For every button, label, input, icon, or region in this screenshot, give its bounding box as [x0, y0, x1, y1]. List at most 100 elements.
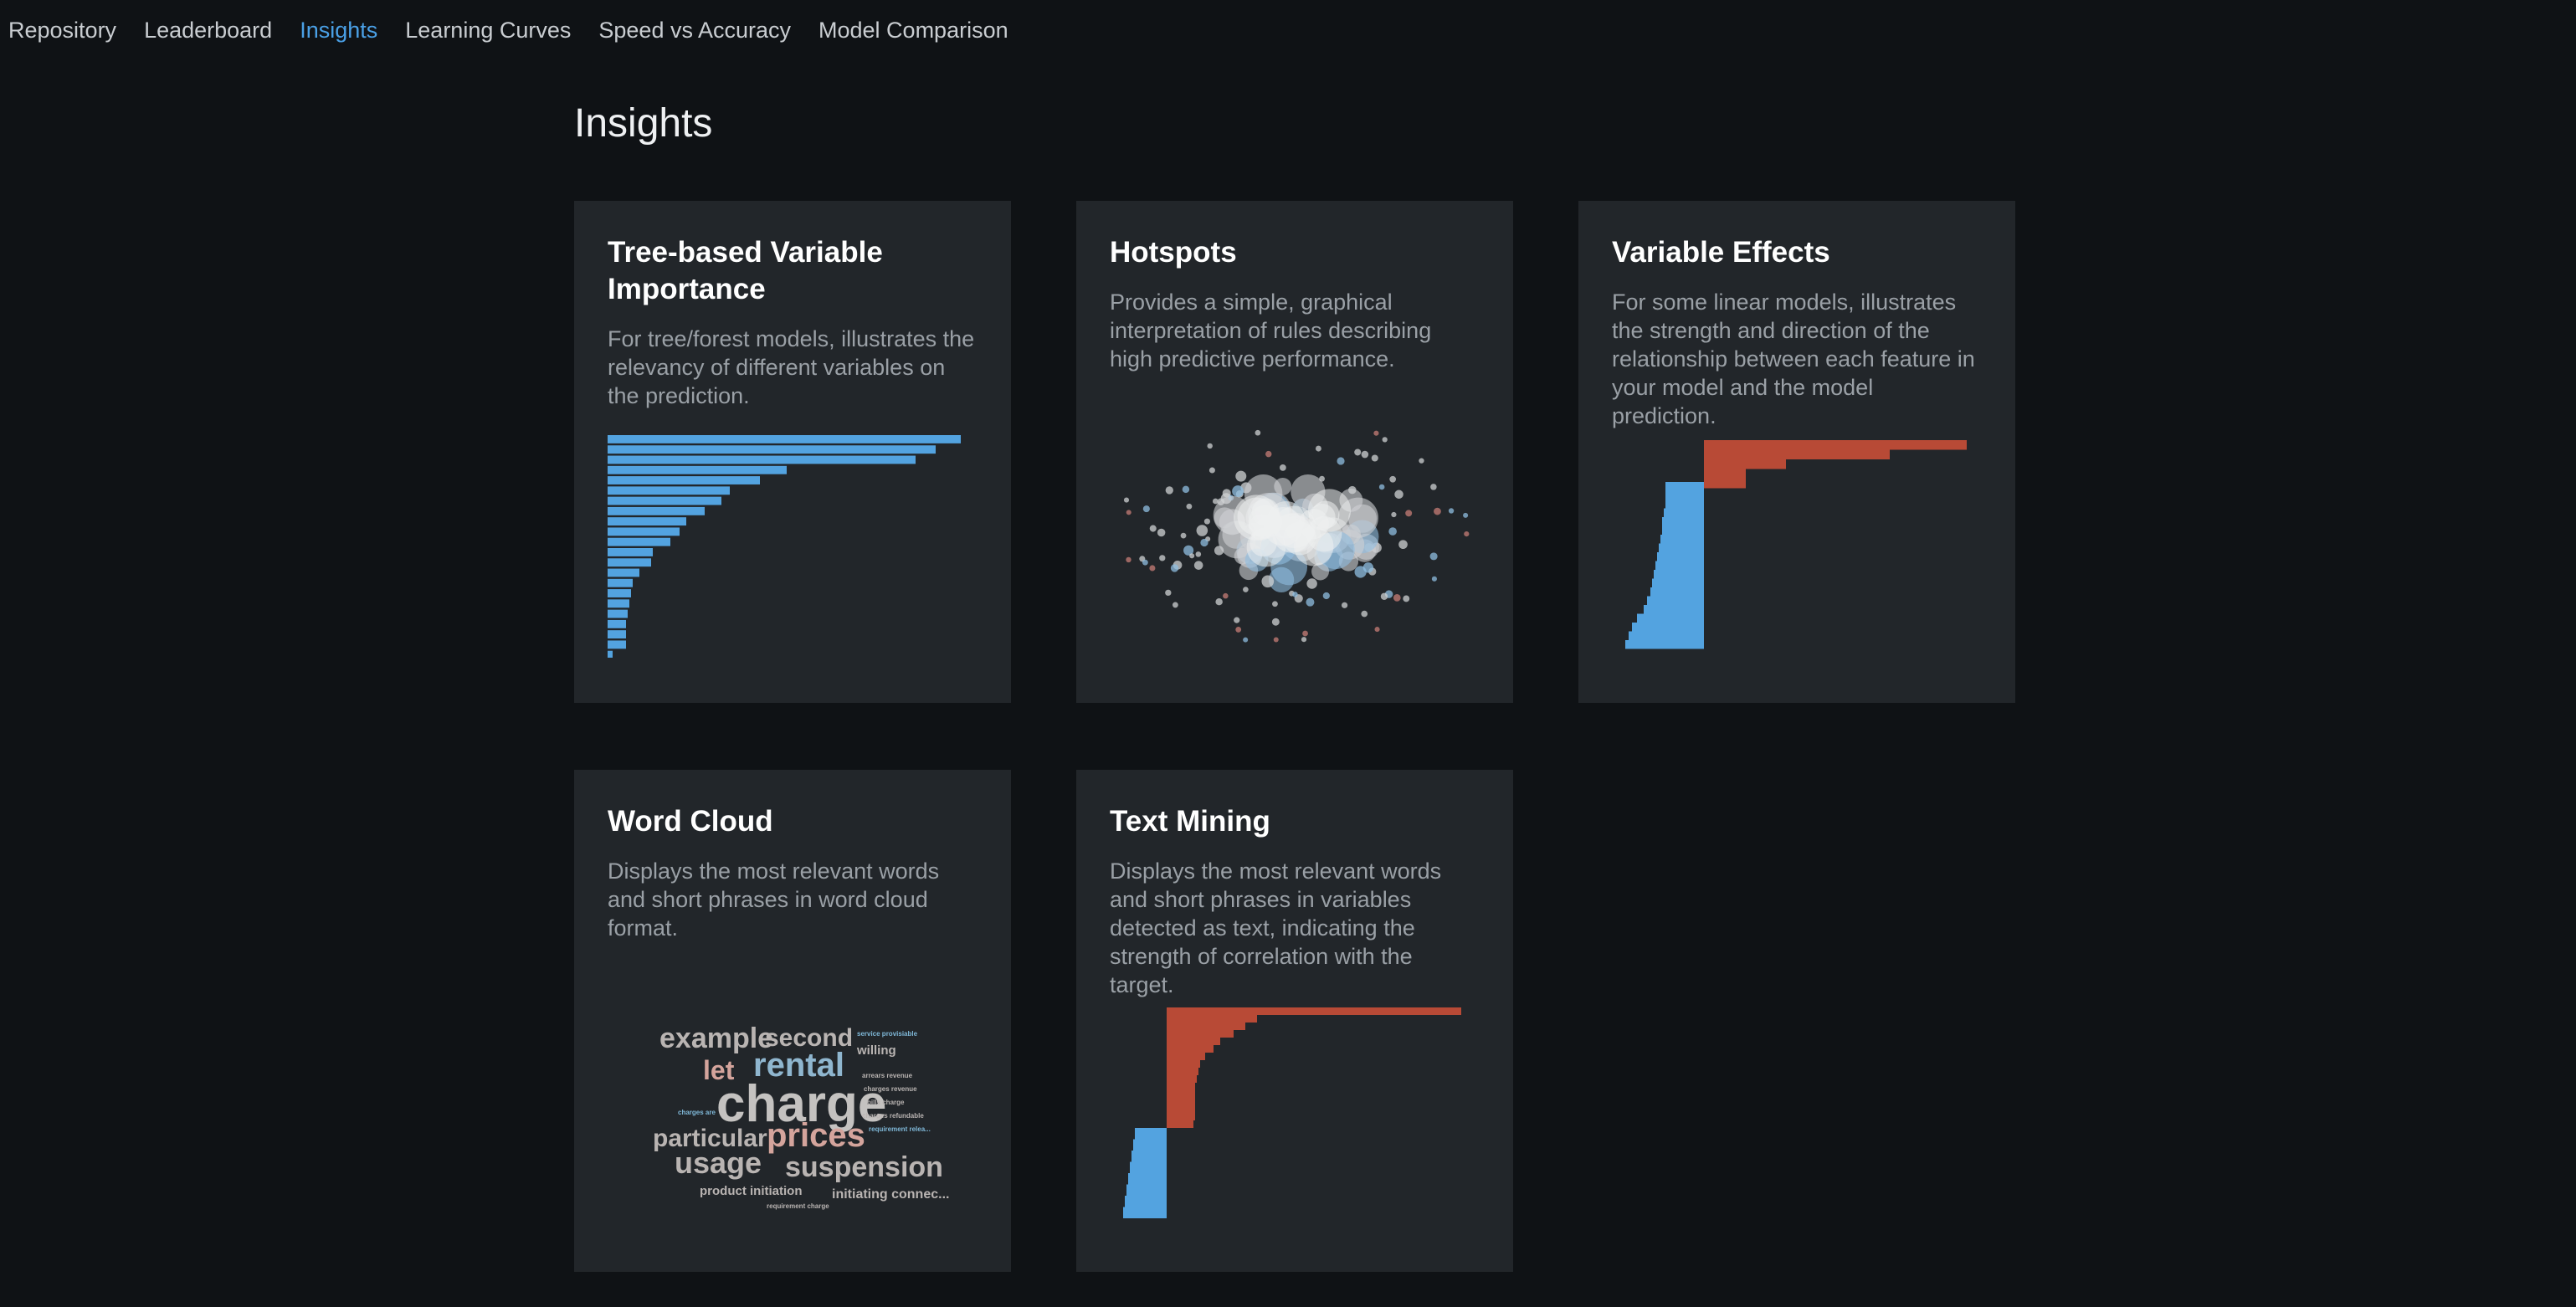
negative-effect-bar — [1650, 587, 1704, 597]
importance-bar — [608, 496, 721, 505]
positive-term-bar — [1167, 1090, 1195, 1098]
word: particular — [653, 1125, 767, 1152]
hotspot-bubble — [1126, 556, 1131, 563]
nav-speed-vs-accuracy[interactable]: Speed vs Accuracy — [598, 17, 792, 43]
positive-effect-bar — [1704, 449, 1890, 459]
hotspot-bubble — [1448, 508, 1455, 514]
hotspot-bubble — [1165, 486, 1173, 495]
hotspot-bubble — [1294, 526, 1334, 566]
negative-effect-bar — [1644, 605, 1704, 614]
nav-insights[interactable]: Insights — [300, 17, 378, 43]
hotspot-bubble — [1434, 507, 1441, 515]
card-hotspots[interactable]: Hotspots Provides a simple, graphical in… — [1076, 201, 1513, 703]
nav-model-comparison[interactable]: Model Comparison — [818, 17, 1008, 43]
hotspot-bubble — [1261, 575, 1275, 588]
positive-term-bar — [1167, 1105, 1195, 1113]
hotspot-bubble — [1189, 553, 1195, 559]
hotspot-bubble — [1306, 597, 1315, 607]
variable-importance-thumbnail — [608, 435, 961, 658]
nav-learning-curves[interactable]: Learning Curves — [405, 17, 572, 43]
hotspot-bubble — [1265, 450, 1272, 458]
positive-term-bar — [1167, 1038, 1220, 1045]
hotspot-bubble — [1170, 564, 1179, 572]
hotspot-bubble — [1195, 551, 1202, 557]
negative-effect-bar — [1629, 631, 1704, 640]
hotspot-bubble — [1149, 565, 1156, 571]
card-text-mining[interactable]: Text Mining Displays the most relevant w… — [1076, 770, 1513, 1272]
importance-bar — [608, 445, 936, 454]
hotspot-bubble — [1222, 489, 1231, 498]
hotspot-bubble — [1302, 630, 1308, 637]
hotspot-bubble — [1142, 559, 1148, 566]
hotspot-bubble — [1235, 627, 1242, 633]
negative-term-bar — [1128, 1173, 1167, 1185]
positive-effect-bar — [1704, 440, 1967, 450]
hotspot-bubble — [1464, 531, 1470, 537]
hotspot-bubble — [1279, 464, 1286, 471]
positive-term-bar — [1167, 1068, 1198, 1075]
hotspot-bubble — [1362, 562, 1374, 573]
hotspot-bubble — [1371, 454, 1378, 462]
hotspot-bubble — [1429, 552, 1438, 561]
word: product initiation — [700, 1184, 802, 1198]
top-nav: Repository Leaderboard Insights Learning… — [0, 0, 1036, 60]
importance-bar — [608, 506, 705, 515]
negative-term-bar — [1123, 1207, 1167, 1218]
importance-bar — [608, 589, 631, 597]
importance-bar — [608, 517, 686, 526]
hotspot-bubble — [1196, 525, 1208, 536]
hotspot-bubble — [1234, 617, 1240, 623]
hotspot-bubble — [1149, 525, 1157, 532]
card-variable-effects[interactable]: Variable Effects For some linear models,… — [1578, 201, 2015, 703]
hotspot-bubble — [1374, 627, 1380, 633]
positive-term-bar — [1167, 1083, 1195, 1090]
card-tree-variable-importance[interactable]: Tree-based Variable Importance For tree/… — [574, 201, 1011, 703]
word: rental — [753, 1047, 844, 1084]
word: requirement charge — [767, 1202, 829, 1210]
word: charges are — [678, 1109, 716, 1116]
card-title: Word Cloud — [608, 805, 773, 838]
hotspot-bubble — [1380, 592, 1388, 600]
importance-bar — [608, 578, 633, 587]
hotspot-bubble — [1378, 484, 1385, 490]
card-description: Provides a simple, graphical interpretat… — [1110, 290, 1432, 372]
hotspot-bubble — [1235, 470, 1247, 482]
hotspot-bubble — [1212, 498, 1219, 505]
hotspot-bubble — [1315, 445, 1321, 452]
hotspot-bubble — [1215, 597, 1223, 606]
word: prices — [767, 1117, 865, 1154]
negative-effect-bar — [1660, 535, 1704, 544]
word: second — [765, 1024, 853, 1052]
hotspot-bubble — [1391, 511, 1397, 518]
hotspot-bubble — [1182, 485, 1190, 494]
negative-effect-bar — [1665, 482, 1704, 491]
word: bills charge — [867, 1099, 905, 1106]
word: charges revenue — [864, 1085, 917, 1093]
card-word-cloud[interactable]: Word Cloud Displays the most relevant wo… — [574, 770, 1011, 1272]
card-title: Tree-based Variable Importance — [608, 236, 883, 305]
negative-terms — [1123, 1128, 1167, 1218]
positive-term-bar — [1167, 1120, 1193, 1128]
word-cloud-thumbnail: example second service provisiable willi… — [653, 1023, 949, 1210]
hotspot-bubble — [1272, 601, 1278, 607]
negative-effect-bar — [1652, 578, 1704, 587]
hotspot-bubble — [1373, 430, 1379, 436]
negative-effect-bar — [1662, 525, 1704, 535]
importance-bar — [608, 455, 916, 464]
hotspot-bubble — [1243, 637, 1249, 643]
nav-repository[interactable]: Repository — [8, 17, 117, 43]
hotspot-bubble — [1389, 475, 1397, 483]
positive-term-bar — [1167, 1007, 1461, 1015]
hotspot-bubble — [1311, 562, 1330, 581]
hotspot-bubble — [1243, 587, 1249, 592]
hotspot-bubble — [1354, 448, 1362, 456]
variable-effects-thumbnail — [1625, 440, 1967, 649]
card-description: For tree/forest models, illustrates the … — [608, 326, 975, 408]
positive-term-bar — [1167, 1113, 1195, 1120]
hotspots-thumbnail — [1123, 429, 1470, 643]
negative-effect-bar — [1632, 623, 1704, 632]
nav-leaderboard[interactable]: Leaderboard — [144, 17, 273, 43]
negative-term-bar — [1133, 1139, 1167, 1151]
hotspot-bubble — [1255, 429, 1261, 436]
hotspot-bubble — [1180, 532, 1187, 539]
